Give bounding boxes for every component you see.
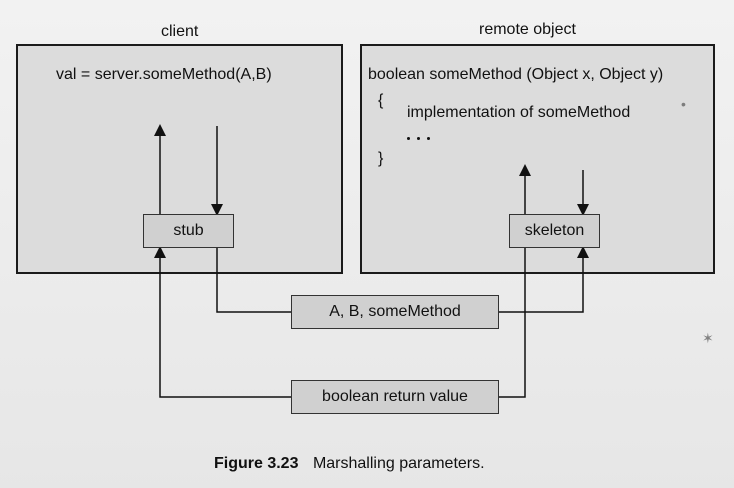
method-signature: boolean someMethod (Object x, Object y)	[368, 66, 664, 83]
figure-number: Figure 3.23	[214, 455, 299, 472]
return-to-stub	[154, 246, 291, 398]
implementation-text: implementation of someMethod	[407, 104, 631, 121]
margin-cross: ✶	[702, 330, 714, 346]
arguments-box: A, B, someMethod	[291, 295, 499, 329]
client-call-text: val = server.someMethod(A,B)	[56, 66, 272, 83]
remote-object-label: remote object	[479, 21, 576, 38]
skeleton-box: skeleton	[509, 214, 600, 248]
figure-caption-text: Marshalling parameters.	[312, 455, 485, 472]
arguments-path	[216, 248, 291, 313]
stub-box: stub	[143, 214, 234, 248]
return-value-box: boolean return value	[291, 380, 499, 414]
ellipsis-mark	[407, 130, 437, 148]
open-brace: {	[378, 92, 384, 109]
margin-dot: •	[681, 96, 686, 112]
return-path	[499, 248, 526, 398]
client-label: client	[161, 23, 199, 40]
ellipsis-dot-2	[417, 137, 420, 141]
ellipsis-dot-3	[427, 137, 430, 141]
figure-caption: Figure 3.23 Marshalling parameters.	[214, 455, 485, 473]
close-brace: }	[378, 150, 384, 167]
ellipsis-dot-1	[407, 137, 410, 141]
arguments-to-skeleton	[499, 246, 589, 313]
